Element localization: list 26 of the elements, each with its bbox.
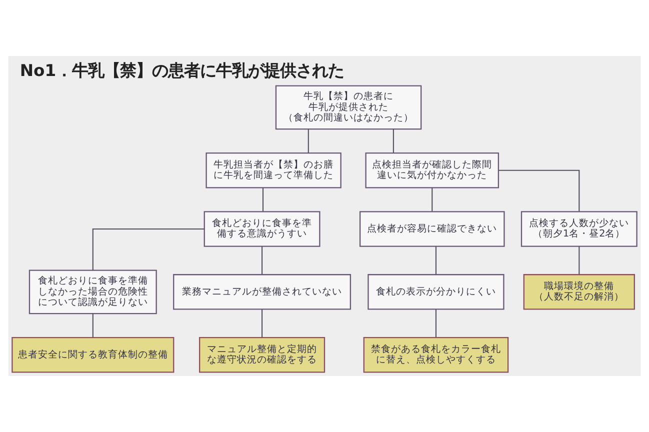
connector xyxy=(432,188,433,212)
connector xyxy=(308,129,309,154)
connector xyxy=(92,314,94,338)
node-box: 職場環境の整備 （人数不足の解消） xyxy=(523,274,635,310)
connector xyxy=(435,246,436,274)
connector xyxy=(435,309,436,338)
node-box: マニュアル整備と定期的な遵守状況の確認をする xyxy=(199,336,326,373)
node-box: 食札の表示が分かりにくい xyxy=(368,274,504,310)
node-box: 点検者が容易に確認できない xyxy=(359,211,505,247)
node-box: 食札どおりに食事を準備しなかった場合の危険性について認識が足りない xyxy=(28,270,157,314)
connector xyxy=(262,309,263,338)
node-box: 点検する人数が少ない （朝夕1名・昼2名） xyxy=(520,211,638,247)
diagram-title: No1．牛乳【禁】の患者に牛乳が提供された xyxy=(20,60,344,80)
connector xyxy=(262,188,264,212)
node-box: 患者安全に関する教育体制の整備 xyxy=(12,336,174,373)
connector xyxy=(262,246,263,274)
node-box: 業務マニュアルが整備されていない xyxy=(173,274,352,310)
connector xyxy=(392,129,394,154)
node-box: 禁食がある食札をカラー食札に替え、点検しやすくする xyxy=(363,336,509,373)
node-box: 食札どおりに食事を準備する意識がうすい xyxy=(204,211,320,247)
node-box: 牛乳担当者が【禁】のお膳に牛乳を間違って準備した xyxy=(206,152,342,188)
connector xyxy=(92,228,204,270)
node-box: 点検担当者が確認した際間違いに気が付かなかった xyxy=(365,152,500,188)
connector xyxy=(498,170,580,212)
node-box: 牛乳【禁】の患者に牛乳が提供された （食札の間違いはなかった） xyxy=(275,85,422,130)
connector xyxy=(578,246,580,274)
